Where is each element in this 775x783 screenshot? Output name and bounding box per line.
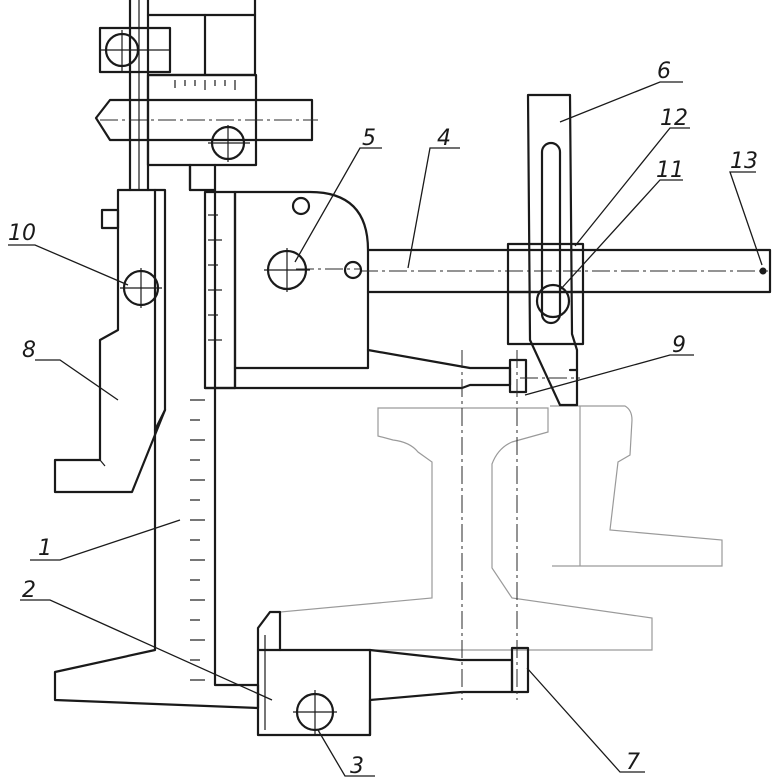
leaders [8,81,763,777]
main-column-1 [53,163,260,710]
slider-block [506,242,585,346]
callout-4: 4 [437,126,451,151]
arm-6 [526,93,579,407]
carriage-scale [208,214,222,341]
callout-8: 8 [22,338,36,363]
callout-10: 10 [8,221,36,246]
marker-pin [94,98,318,142]
knobs [100,30,767,734]
callout-2: 2 [22,578,36,603]
callout-9: 9 [672,333,686,358]
callout-7: 7 [626,750,640,775]
upper-carriage [203,190,528,394]
column-scale [190,399,205,681]
top-clamp [98,0,258,192]
callouts: 1 2 3 4 5 6 7 8 9 10 11 12 13 [8,59,758,779]
rail-profile [279,405,723,651]
callout-12: 12 [660,106,688,131]
callout-6: 6 [657,59,671,84]
bracket-8 [53,188,167,494]
callout-11: 11 [656,158,684,183]
callout-1: 1 [38,536,52,561]
top-scale [174,80,236,90]
callout-3: 3 [350,754,364,779]
callout-5: 5 [362,126,376,151]
axes [461,350,580,700]
callout-13: 13 [730,149,758,174]
